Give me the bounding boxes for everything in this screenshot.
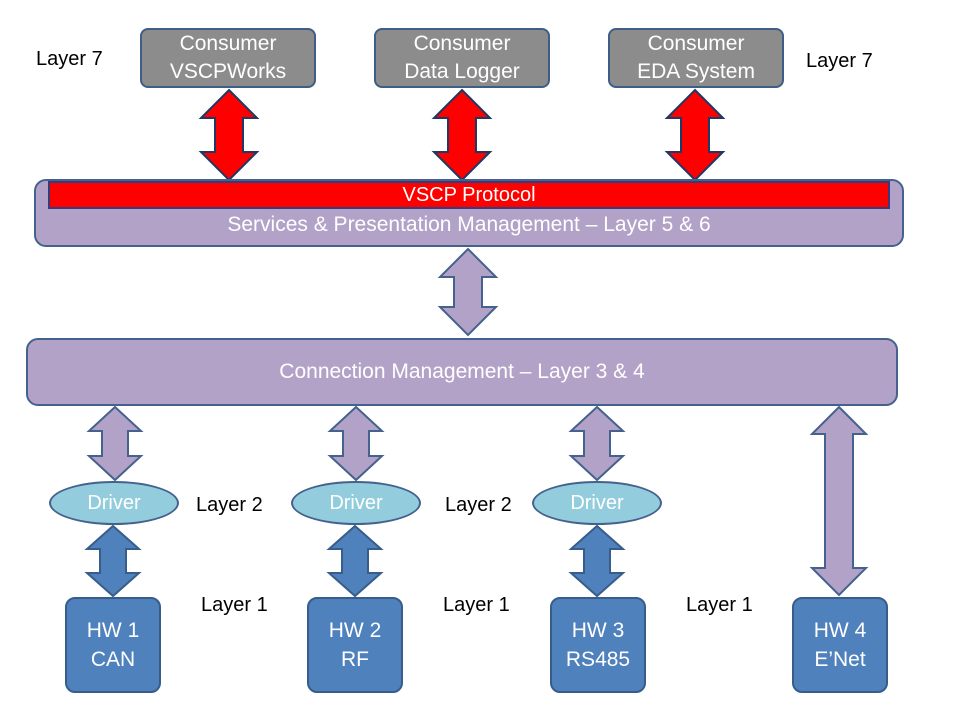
connection-management-block: Connection Management – Layer 3 & 4 (26, 338, 898, 406)
layer1-label-3: Layer 1 (686, 594, 753, 616)
layer2-label-2: Layer 2 (445, 494, 512, 516)
driver-hw-arrow-1 (84, 524, 142, 598)
driver-hw-arrow-3 (568, 524, 626, 598)
layer2-label-1: Layer 2 (196, 494, 263, 516)
consumer-name: EDA System (637, 60, 755, 83)
services-connection-arrow (437, 247, 499, 337)
consumer-arrow-2 (431, 88, 493, 182)
hw-rs485: HW 3 RS485 (550, 597, 646, 693)
connection-label: Connection Management – Layer 3 & 4 (279, 360, 645, 383)
layer1-label-1: Layer 1 (201, 594, 268, 616)
layer1-label-2: Layer 1 (443, 594, 510, 616)
driver-hw-arrow-2 (326, 524, 384, 598)
hw-type: RF (341, 648, 369, 671)
hw-id: HW 4 (813, 619, 867, 642)
consumer-name: Data Logger (404, 60, 520, 83)
layer7-label-right: Layer 7 (806, 50, 873, 72)
consumer-data-logger: Consumer Data Logger (374, 28, 550, 88)
driver-3: Driver (532, 481, 662, 525)
consumer-eda-system: Consumer EDA System (608, 28, 784, 88)
driver-2: Driver (291, 481, 421, 525)
driver-1: Driver (49, 481, 179, 525)
hw-rf: HW 2 RF (307, 597, 403, 693)
consumer-title: Consumer (413, 32, 511, 55)
hw-enet: HW 4 E’Net (792, 597, 888, 693)
hw-type: RS485 (565, 648, 631, 671)
services-label: Services & Presentation Management – Lay… (227, 213, 711, 236)
hw-id: HW 3 (571, 619, 625, 642)
connection-driver-arrow-1 (86, 405, 144, 482)
connection-hw4-arrow (809, 405, 869, 597)
consumer-title: Consumer (179, 32, 277, 55)
hw-type: E’Net (814, 648, 866, 671)
consumer-arrow-1 (198, 88, 260, 182)
connection-driver-arrow-3 (568, 405, 626, 482)
hw-id: HW 2 (328, 619, 382, 642)
hw-type: CAN (90, 648, 136, 671)
layer7-label-left: Layer 7 (36, 48, 103, 70)
consumer-vscpworks: Consumer VSCPWorks (140, 28, 316, 88)
consumer-name: VSCPWorks (169, 60, 287, 83)
vscp-protocol-bar: VSCP Protocol (48, 181, 890, 209)
consumer-arrow-3 (664, 88, 726, 182)
connection-driver-arrow-2 (327, 405, 385, 482)
hw-id: HW 1 (86, 619, 140, 642)
hw-can: HW 1 CAN (65, 597, 161, 693)
consumer-title: Consumer (647, 32, 745, 55)
